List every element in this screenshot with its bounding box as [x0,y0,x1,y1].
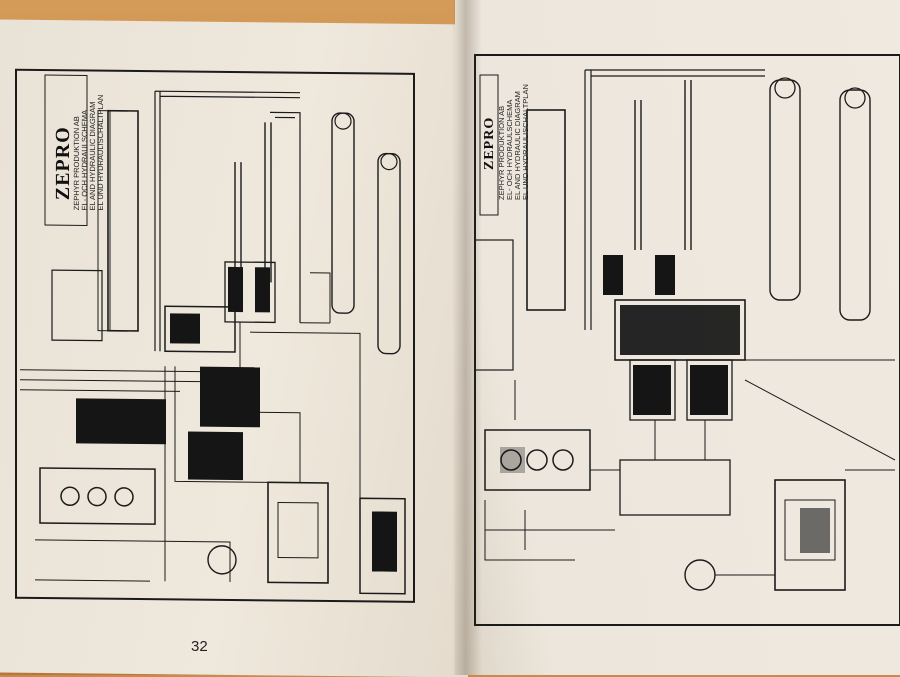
right-page: ZEPRO ZEPHYR PRODUKTION AB EL- OCH HYDRA… [455,0,900,675]
left-caption-4: EL UND HYDRAULISCHALTPLAN [96,94,105,211]
left-hydraulic-diagram [15,68,415,603]
book-gutter [452,0,482,675]
left-page: ZEPRO ZEPHYR PRODUKTION AB EL- OCH HYDRA… [0,19,468,677]
right-hydraulic-diagram [474,54,900,626]
right-brand-logo: ZEPRO [482,116,497,170]
right-caption-4: EL UND HYDRAULISCHALTPLAN [521,84,530,200]
page-number: 32 [191,638,208,655]
